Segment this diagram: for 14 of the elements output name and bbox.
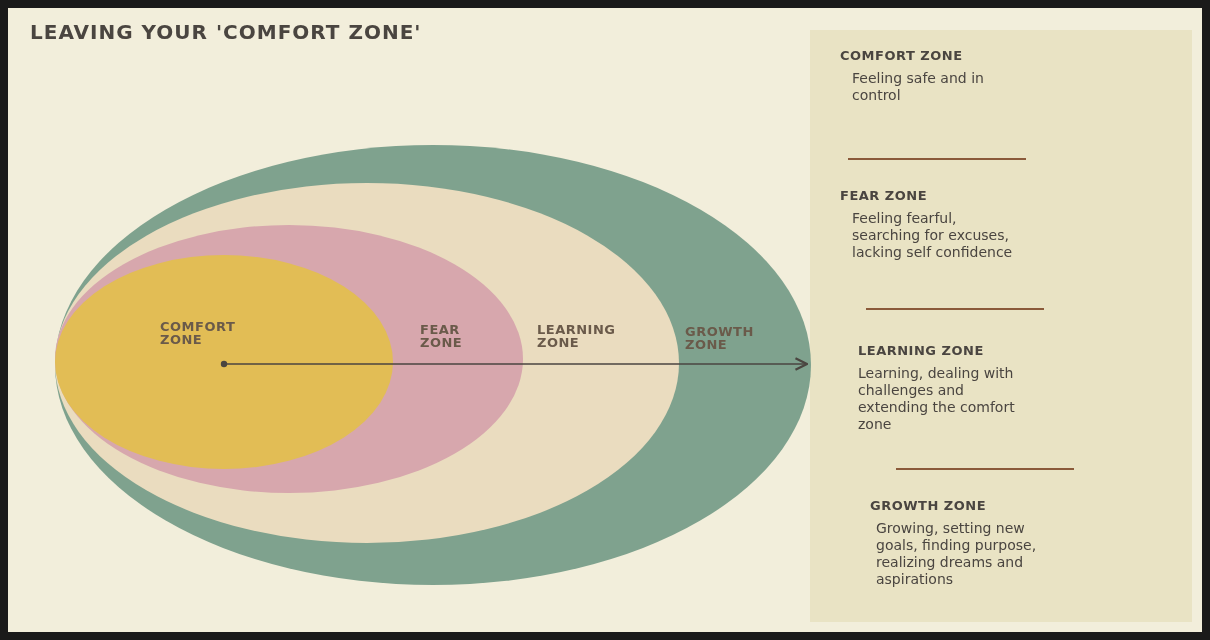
- zone-heading: GROWTH ZONE: [870, 498, 988, 513]
- zone-label: FEAR ZONE: [420, 323, 464, 349]
- zone-description: Feeling fearful, searching for excuses, lacking self confidence: [852, 210, 1014, 261]
- zone-description: Learning, dealing with challenges and extending the comfort zone: [858, 365, 1016, 433]
- title: LEAVING YOUR 'COMFORT ZONE': [30, 20, 422, 44]
- zone-heading: FEAR ZONE: [840, 188, 929, 203]
- zone-heading: COMFORT ZONE: [840, 48, 964, 63]
- zone-label: COMFORT ZONE: [160, 320, 237, 346]
- zone-label: LEARNING ZONE: [537, 323, 617, 349]
- zone-description: Growing, setting new goals, finding purpose, realizing dreams and aspirations: [876, 520, 1038, 588]
- zone-heading: LEARNING ZONE: [858, 343, 985, 358]
- zone-description: Feeling safe and in control: [852, 70, 985, 104]
- arrow: [220, 357, 809, 371]
- zone-label: GROWTH ZONE: [685, 325, 755, 351]
